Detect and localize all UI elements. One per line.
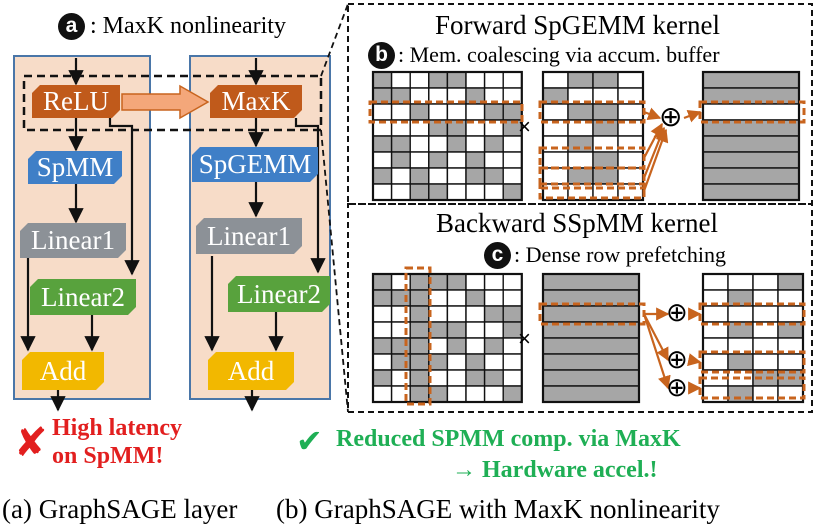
badge-c: c <box>484 242 511 269</box>
forward-kernel-title: Forward SpGEMM kernel <box>435 10 720 40</box>
node-spmm: SpMM <box>28 151 122 184</box>
cross-icon: ✘ <box>14 421 48 465</box>
arrow-bwd-3 <box>642 313 671 390</box>
good-note-line2: → Hardware accel.! <box>452 457 658 483</box>
nonlinearity-dashed-box <box>22 74 323 132</box>
times-operator-bottom: × <box>518 326 531 351</box>
title-c-text: : Dense row prefetching <box>514 242 726 267</box>
node-relu: ReLU <box>32 85 120 118</box>
node-linear1-left: Linear1 <box>20 223 126 258</box>
node-maxk: MaxK <box>210 85 302 118</box>
caption-a: (a) GraphSAGE layer <box>2 494 238 524</box>
arrow-fwd-4 <box>642 128 669 192</box>
title-b-text: : Mem. coalescing via accum. buffer <box>398 42 720 67</box>
plus-operator-b1: ⊕ <box>666 297 688 327</box>
backward-matrix-c <box>701 272 805 404</box>
good-note-line1: Reduced SPMM comp. via MaxK <box>336 426 681 452</box>
arrow-fwd-out <box>683 109 702 123</box>
bad-note-line2: on SpMM! <box>52 443 164 469</box>
plus-operator-b3: ⊕ <box>666 372 688 402</box>
highlight-col-a <box>404 266 432 406</box>
backward-matrix-a <box>371 272 523 404</box>
replace-arrow <box>121 84 210 120</box>
arrow-bwd-out-2 <box>687 353 702 367</box>
check-icon: ✔ <box>296 423 323 459</box>
left-flow-arrows <box>20 58 140 412</box>
right-flow-arrows <box>204 58 326 412</box>
times-operator-top: × <box>518 114 531 139</box>
node-add-left: Add <box>22 352 104 390</box>
forward-matrix-b <box>541 70 645 202</box>
forward-matrix-a <box>371 70 523 202</box>
zoom-line-bottom <box>320 129 349 413</box>
node-spgemm: SpGEMM <box>192 147 318 182</box>
badge-b: b <box>368 42 395 69</box>
badge-a: a <box>58 13 85 40</box>
plus-operator-b2: ⊕ <box>666 344 688 374</box>
zoom-line-top <box>320 3 349 77</box>
plus-operator-top: ⊕ <box>659 101 683 132</box>
bad-note-line1: High latency <box>52 415 182 441</box>
node-linear2-right: Linear2 <box>228 276 330 312</box>
caption-b: (b) GraphSAGE with MaxK nonlinearity <box>276 494 720 524</box>
arrow-bwd-2 <box>643 313 669 362</box>
arrow-fwd-1 <box>643 107 662 121</box>
title-a-text: : MaxK nonlinearity <box>90 13 286 39</box>
node-add-right: Add <box>208 352 294 390</box>
forward-matrix-c <box>701 70 801 202</box>
node-linear1-right: Linear1 <box>196 218 302 254</box>
kernel-frame-bottom <box>347 203 813 413</box>
backward-matrix-b <box>541 272 641 404</box>
backward-kernel-title: Backward SSpMM kernel <box>436 208 718 238</box>
node-linear2-left: Linear2 <box>30 279 136 315</box>
highlight-row-a <box>368 100 524 124</box>
